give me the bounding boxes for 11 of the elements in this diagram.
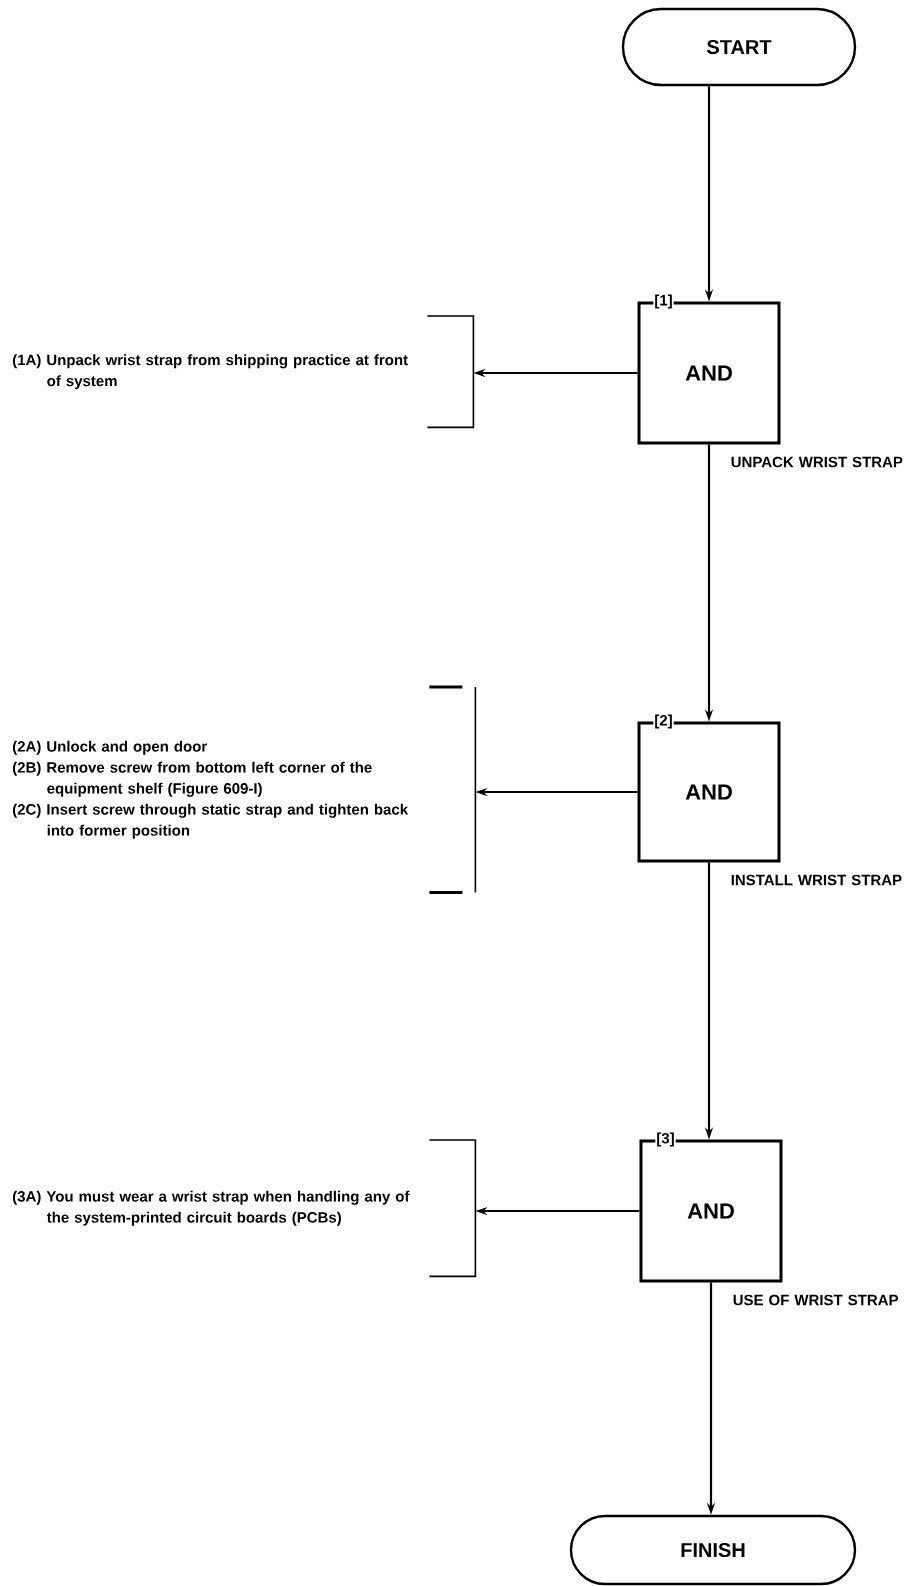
- result-label: UNPACK WRIST STRAP: [731, 456, 903, 468]
- gate-box: AND [1]: [637, 293, 781, 445]
- terminal-box: START: [621, 7, 857, 87]
- gate-box: AND [2]: [637, 713, 781, 863]
- terminal-box: FINISH: [569, 1514, 857, 1586]
- result-label: USE OF WRIST STRAP: [733, 1294, 898, 1306]
- bracketed-note: (2A) Unlock and open door (2B) Remove screw from bottom left corner of the equipment shelf (Figure 609-I) (2C) Insert screw through static strap and tighten back into former position: [12, 685, 477, 894]
- result-label: INSTALL WRIST STRAP: [731, 874, 902, 886]
- bracketed-note: (3A) You must wear a wrist strap when handling any of the system-printed circuit boards (PCBs): [12, 1139, 477, 1278]
- gate-box: AND [3]: [639, 1131, 783, 1283]
- bracketed-note: (1A) Unpack wrist strap from shipping practice at front of system: [12, 315, 475, 429]
